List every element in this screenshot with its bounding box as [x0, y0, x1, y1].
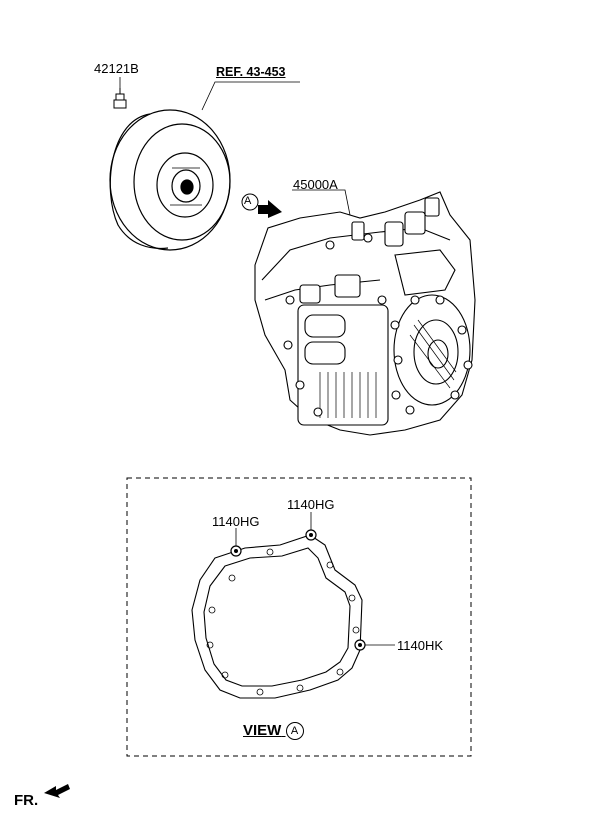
- bolt-1140hg-left: [230, 528, 242, 557]
- label-42121b: 42121B: [94, 61, 139, 76]
- view-direction-arrow: [241, 193, 282, 218]
- view-word: VIEW: [243, 721, 282, 739]
- bolt-42121b: [113, 88, 127, 109]
- leader-ref: [201, 81, 300, 111]
- label-1140hg-left: 1140HG: [212, 514, 260, 529]
- view-letter-circle: A: [285, 722, 304, 740]
- view-a-frame: [126, 477, 472, 757]
- bolt-1140hk: [354, 639, 395, 651]
- leader-45000a: [292, 189, 351, 216]
- housing-flange: [191, 534, 363, 699]
- label-45000a: 45000A: [293, 177, 338, 192]
- bolt-1140hg-right: [305, 512, 317, 541]
- label-view-marker: A: [244, 195, 252, 207]
- label-1140hk: 1140HK: [397, 638, 444, 653]
- front-label: FR.: [14, 792, 39, 809]
- torque-converter: [109, 109, 231, 251]
- front-arrow: [44, 784, 70, 798]
- view-a-caption: VIEW A: [243, 722, 304, 740]
- label-ref-43-453: REF. 43-453: [216, 65, 286, 79]
- label-1140hg-right: 1140HG: [287, 497, 335, 512]
- transaxle-assembly: [254, 191, 476, 436]
